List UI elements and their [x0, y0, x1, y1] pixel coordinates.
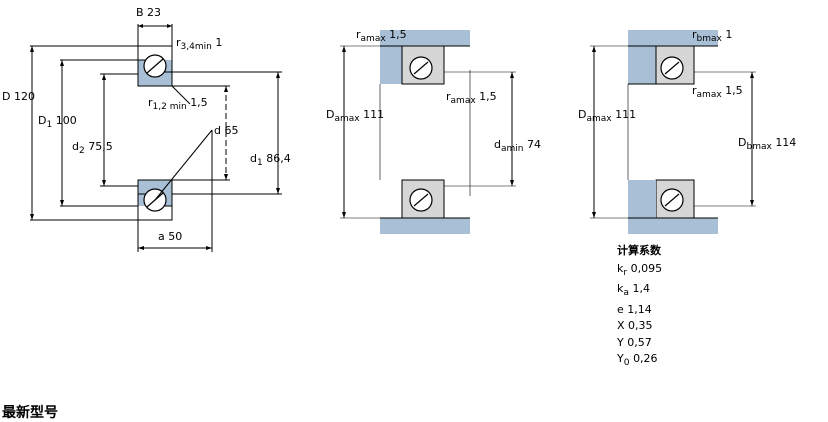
housing-top: [380, 30, 470, 46]
factor-x: X 0,35: [617, 319, 653, 333]
factors-title: 计算系数: [617, 244, 661, 257]
d-outer-label: D 120: [2, 90, 35, 103]
figure-housing-abutment: Damax 111 Dbmax 114 rbmax 1 ramax 1,5: [578, 28, 796, 234]
calculation-factors: 计算系数 kr 0,095 ka 1,4 e 1,14 X 0,35 Y 0,5…: [617, 243, 662, 372]
housing-bottom: [380, 218, 470, 234]
r34-label: r3,4min 1: [176, 36, 222, 52]
d-bore-label: d 65: [214, 124, 238, 137]
figure-shaft-abutment: Damax 111 damin 74 ramax 1,5 ramax 1,5: [326, 28, 541, 234]
factor-e: e 1,14: [617, 302, 652, 316]
damax-label-fig3: Damax 111: [578, 108, 636, 124]
damax-label-fig2: Damax 111: [326, 108, 384, 124]
d1-outer-label: D1 100: [38, 114, 77, 130]
dbmax-label: Dbmax 114: [738, 136, 796, 152]
factor-y: Y 0,57: [617, 335, 652, 349]
r12-label: r1,2 min 1,5: [148, 96, 208, 112]
figure-bearing-dimensions: B 23 D 120 D: [2, 6, 291, 252]
factor-kr: kr 0,095: [617, 261, 663, 278]
factor-y0: Y0 0,26: [617, 352, 658, 369]
factor-ka: ka 1,4: [617, 282, 650, 299]
b-dimension-label: B 23: [136, 6, 161, 19]
ramax-top-label: ramax 1,5: [356, 28, 407, 44]
latest-models-heading[interactable]: 最新型号: [2, 405, 58, 421]
d1-label: d1 86,4: [250, 152, 291, 168]
rbmax-label: rbmax 1: [692, 28, 732, 44]
ramax-mid-label: ramax 1,5: [446, 90, 497, 106]
damin-label: damin 74: [494, 138, 541, 154]
ramax-label-fig3: ramax 1,5: [692, 84, 743, 100]
a-dimension-label: a 50: [158, 230, 182, 243]
d2-label: d2 75,5: [72, 140, 113, 156]
